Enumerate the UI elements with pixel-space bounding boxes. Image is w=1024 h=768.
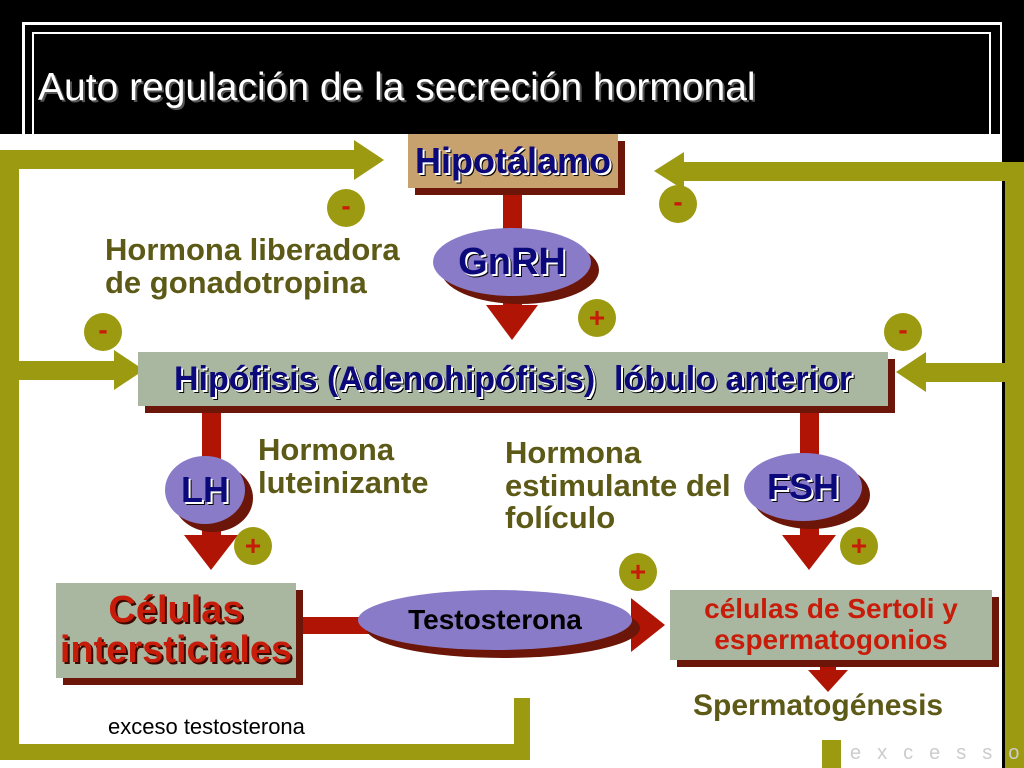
sertoli-box: células de Sertoli y espermatogonios: [670, 590, 992, 660]
hipotalamo-label: Hipotálamo: [414, 140, 611, 181]
sign-pos-gnrh: +: [588, 302, 606, 333]
hipofisis-box: Hipófisis (Adenohipófisis) lóbulo anteri…: [138, 352, 888, 406]
circle-neg-mid-left: [84, 313, 122, 351]
lh-ellipse: [165, 456, 245, 524]
fsh-label: FSH: [767, 466, 839, 507]
feedback-arrowhead-hipofisis-right: [896, 352, 926, 392]
gnrh-description: Hormona liberadora de gonadotropina: [105, 232, 400, 300]
sign-neg-top-right: -: [673, 186, 683, 217]
gnrh-description-line2: de gonadotropina: [105, 264, 367, 300]
circle-neg-top-right: [659, 185, 697, 223]
sign-pos-fsh: +: [850, 530, 868, 561]
feedback-loops: [0, 140, 1024, 768]
lh-description: Hormona luteinizante: [258, 432, 429, 500]
feedback-arrowhead-hipotalamo-left: [354, 140, 384, 180]
sign-neg-mid-right: -: [898, 314, 908, 345]
arrow-testo-head: [631, 598, 665, 652]
loop-left-outer-vertical: [0, 150, 19, 760]
testosterona-label: Testosterona: [408, 604, 582, 635]
gnrh-description-line1: Hormona liberadora: [105, 232, 400, 267]
sign-circles: [84, 185, 922, 591]
fsh-description: Hormona estimulante del folículo: [505, 435, 731, 536]
sign-neg-mid-left: -: [98, 314, 108, 345]
fsh-description-line1: Hormona: [505, 435, 642, 470]
circle-pos-gnrh: [578, 299, 616, 337]
hipotalamo-box: Hipotálamo: [408, 134, 618, 188]
lh-description-line2: luteinizante: [258, 464, 429, 500]
arrow-sperm-head: [808, 670, 848, 692]
sign-pos-lh: +: [244, 530, 262, 561]
lh-label: LH: [181, 469, 229, 510]
fsh-description-line3: folículo: [505, 500, 616, 536]
feedback-arrowhead-hipotalamo-right: [654, 152, 684, 190]
fsh-description-line2: estimulante del: [505, 467, 731, 503]
gnrh-label: GnRH: [458, 240, 566, 283]
testosterona-ellipse: [358, 590, 632, 650]
sign-pos-testo: +: [629, 556, 647, 587]
loop-right-outer-top: [680, 162, 1024, 181]
celulas-label-line2: intersticiales: [59, 628, 293, 671]
loop-left-inner-horizontal: [14, 361, 118, 380]
loop-left-outer-top: [0, 150, 358, 169]
arrow-gnrh-head: [486, 305, 538, 340]
celulas-label-line1: Células: [108, 588, 244, 631]
slide-title: Auto regulación de la secreción hormonal: [38, 66, 756, 109]
loop-bottom-riser: [514, 698, 530, 760]
arrow-fsh-head: [782, 535, 836, 570]
loop-bottom-right-stub: [822, 740, 841, 768]
loop-right-outer-vertical: [1005, 162, 1024, 768]
arrow-sperm-shaft: [820, 657, 836, 673]
circle-pos-lh: [234, 527, 272, 565]
sertoli-label-line2: espermatogonios: [714, 624, 948, 655]
sign-neg-top-left: -: [341, 190, 351, 221]
gnrh-ellipse: [433, 228, 591, 296]
feedback-arrowhead-hipofisis-left: [114, 350, 144, 390]
celulas-intersticiales-box: Células intersticiales: [56, 583, 296, 678]
circle-pos-testo: [619, 553, 657, 591]
spermatogenesis-label: Spermatogénesis: [693, 689, 944, 722]
circle-pos-fsh: [840, 527, 878, 565]
arrow-lh-head: [184, 535, 238, 570]
circle-neg-top-left: [327, 189, 365, 227]
hormone-ellipses: [165, 228, 870, 658]
exceso-testosterona-note: exceso testosterona: [108, 714, 305, 739]
lh-description-line1: Hormona: [258, 432, 395, 467]
cropped-vertical-text: excesso: [850, 742, 1024, 764]
loop-left-outer-bottom: [0, 744, 530, 760]
circle-neg-mid-right: [884, 313, 922, 351]
loop-right-inner-horizontal: [922, 363, 1012, 382]
sertoli-label-line1: células de Sertoli y: [704, 593, 958, 625]
fsh-ellipse: [744, 453, 862, 521]
hipofisis-label: Hipófisis (Adenohipófisis) lóbulo anteri…: [173, 359, 853, 398]
